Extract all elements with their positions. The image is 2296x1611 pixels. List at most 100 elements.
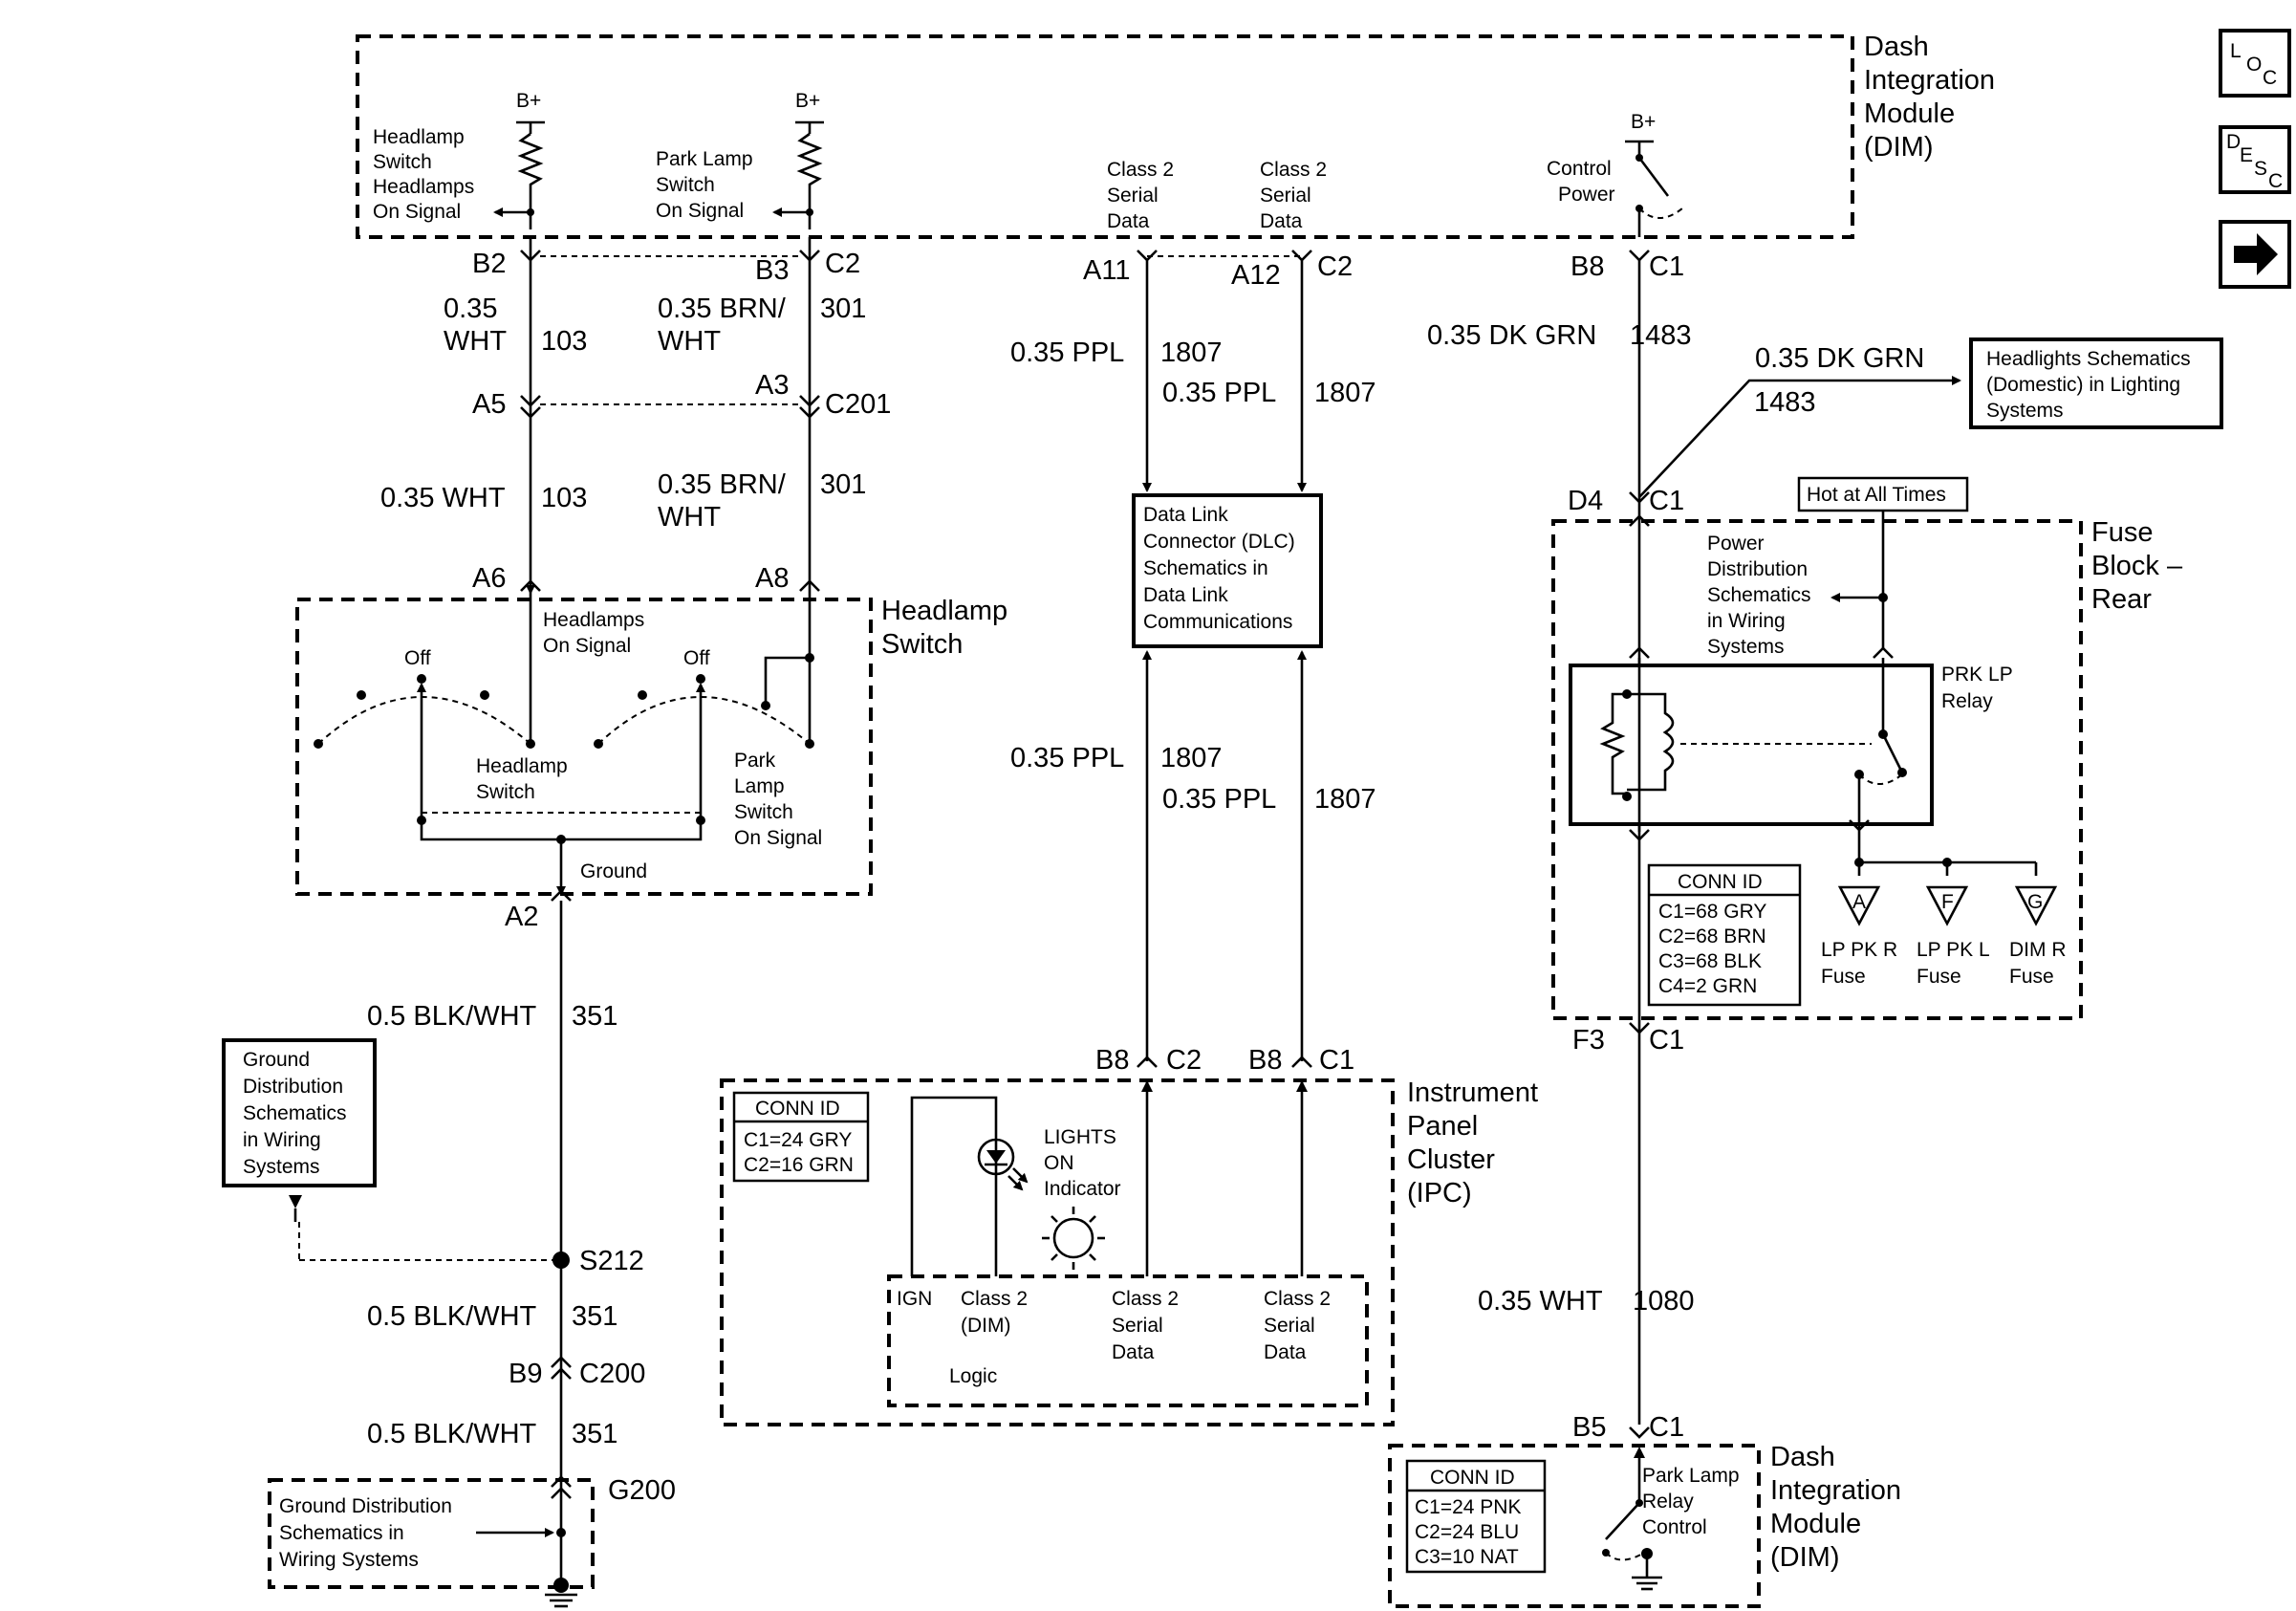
w351a-circuit: 351	[572, 1001, 617, 1032]
loc-l: L	[2230, 40, 2242, 62]
conn-a6: A6	[472, 563, 506, 594]
dim-connid-title: CONN ID	[1430, 1467, 1515, 1489]
w1483a-gauge: 0.35 DK GRN	[1427, 320, 1596, 351]
hs-sig-1: Headlamps	[543, 609, 644, 631]
plrc-2: Relay	[1642, 1491, 1694, 1513]
lights-1: LIGHTS	[1044, 1126, 1116, 1148]
headlamp-wire-labels: 0.35 WHT 103 0.35 BRN/ WHT 301 0.35 WHT …	[380, 294, 866, 533]
b-plus-label-2: B+	[795, 90, 820, 112]
w1807a-circuit: 1807	[1160, 337, 1223, 368]
w351c-circuit: 351	[572, 1419, 617, 1449]
conn-a3: A3	[755, 370, 789, 401]
conn-b8-ipc-b: B8	[1248, 1045, 1282, 1076]
dim-top-title-4: (DIM)	[1864, 132, 1933, 163]
pk-inner-2: Lamp	[734, 775, 785, 797]
pullup-resistor-icon	[517, 132, 544, 229]
w103a-circuit: 103	[541, 326, 587, 357]
gd-5: Systems	[243, 1156, 320, 1178]
conn-c200: C200	[579, 1359, 645, 1389]
dim-top-title-1: Dash	[1864, 32, 1929, 62]
ground-path: A2 0.5 BLK/WHT 351 S212 0.5 BLK/WHT 351 …	[367, 889, 645, 1608]
w1807b-circuit: 1807	[1314, 378, 1376, 408]
conn-b8-ipc-a: B8	[1095, 1045, 1129, 1076]
conn-b5: B5	[1572, 1412, 1606, 1443]
class2-b-3: Data	[1260, 210, 1303, 232]
dlc-2: Connector (DLC)	[1143, 531, 1295, 553]
dim-connid-1: C1=24 PNK	[1415, 1496, 1521, 1518]
ipc-title-1: Instrument	[1407, 1078, 1538, 1108]
hs-title-2: Switch	[881, 629, 963, 660]
dim-headlamp-label-1: Headlamp	[373, 126, 465, 148]
dlc-4: Data Link	[1143, 584, 1228, 606]
ipc-title-4: (IPC)	[1407, 1178, 1472, 1208]
conn-c1-dim: C1	[1649, 251, 1684, 282]
plrc-3: Control	[1642, 1516, 1707, 1538]
fb-title-3: Rear	[2091, 584, 2152, 615]
ground-distribution-box: Ground Distribution Schematics in Wiring…	[222, 1038, 554, 1261]
conn-c1-fuse-bot: C1	[1649, 1025, 1684, 1056]
ipc-c2a-1: Class 2	[1112, 1288, 1179, 1310]
ipc-module: Instrument Panel Cluster (IPC) CONN ID C…	[720, 1078, 1538, 1426]
fb-connid-3: C3=68 BLK	[1658, 950, 1762, 972]
dim-class2-labels: Class 2 Serial Data Class 2 Serial Data	[1107, 159, 1327, 257]
conn-b9: B9	[509, 1359, 542, 1389]
fb-connid-2: C2=68 BRN	[1658, 925, 1766, 947]
pk-inner-3: Switch	[734, 801, 793, 823]
conn-d4: D4	[1568, 486, 1603, 516]
fuse-g-icon: G	[2014, 885, 2058, 926]
w301b-gauge-1: 0.35 BRN/	[658, 469, 787, 500]
conn-c1-ipc: C1	[1319, 1045, 1354, 1076]
w301b-gauge-2: WHT	[658, 502, 721, 533]
ipc-c2a-2: Serial	[1112, 1315, 1163, 1337]
next-page-button[interactable]	[2219, 220, 2291, 289]
fuse-g-name-1: DIM R	[2009, 939, 2067, 961]
w301a-gauge-1: 0.35 BRN/	[658, 294, 787, 324]
connector-symbols	[520, 250, 820, 592]
fuse-f-name-2: Fuse	[1917, 966, 1961, 988]
dim-bottom-module: Dash Integration Module (DIM) CONN ID C1…	[1388, 1442, 1901, 1608]
headlamp-connector-labels: B2 B3 C2 A5 A3 C201 A6 A8	[472, 249, 891, 594]
hl-1: Headlights Schematics	[1986, 348, 2191, 370]
w1807b-gauge: 0.35 PPL	[1162, 378, 1276, 408]
hot-at-all-times: Hot at All Times	[1807, 484, 1946, 506]
relay-control-switch-icon	[1605, 1502, 1640, 1540]
fuse-f-name-1: LP PK L	[1917, 939, 1990, 961]
pd-1: Power	[1707, 533, 1765, 555]
ipc-c2a-3: Data	[1112, 1341, 1155, 1363]
relay-1: PRK LP	[1941, 664, 2013, 686]
splice-s212	[552, 1252, 570, 1269]
dlc-reference-box: Data Link Connector (DLC) Schematics in …	[1132, 493, 1323, 648]
gd-4: in Wiring	[243, 1129, 321, 1151]
conn-g200: G200	[608, 1475, 676, 1506]
dim-bot-title-2: Integration	[1770, 1475, 1901, 1506]
conn-c2-top: C2	[825, 249, 860, 279]
desc-c: C	[2268, 170, 2283, 192]
plrc-1: Park Lamp	[1642, 1465, 1740, 1487]
w301a-circuit: 301	[820, 294, 866, 324]
fb-connid-1: C1=68 GRY	[1658, 901, 1766, 923]
conn-c1-dim-bot: C1	[1649, 1412, 1684, 1443]
ipc-c2dim-2: (DIM)	[961, 1315, 1010, 1337]
fuse-a-name-1: LP PK R	[1821, 939, 1897, 961]
ipc-title-2: Panel	[1407, 1111, 1478, 1142]
dim-top-title-3: Module	[1864, 98, 1955, 129]
gd-3: Schematics	[243, 1102, 347, 1124]
led-icon	[977, 1138, 1015, 1176]
headlights-reference-box: Headlights Schematics (Domestic) in Ligh…	[1969, 337, 2223, 429]
dlc-3: Schematics in	[1143, 557, 1268, 579]
dim-park-label-1: Park Lamp	[656, 148, 753, 170]
dim-headlamp-label-3: Headlamps	[373, 176, 474, 198]
b-plus-label: B+	[516, 90, 541, 112]
dim-park-label-2: Switch	[656, 174, 715, 196]
desc-button[interactable]: D E S C	[2219, 125, 2291, 194]
ipc-ign: IGN	[897, 1288, 932, 1310]
conn-a8: A8	[755, 563, 789, 594]
dim-park-label-3: On Signal	[656, 200, 744, 222]
conn-a5: A5	[472, 389, 506, 420]
class2-b-2: Serial	[1260, 185, 1311, 207]
fuse-to-dim-wires: F3 C1 0.35 WHT 1080 B5 C1	[1478, 1022, 1695, 1443]
g200-1: Ground Distribution	[279, 1495, 452, 1517]
loc-button[interactable]: L O C	[2219, 29, 2291, 98]
arrow-right-icon	[2234, 233, 2278, 275]
